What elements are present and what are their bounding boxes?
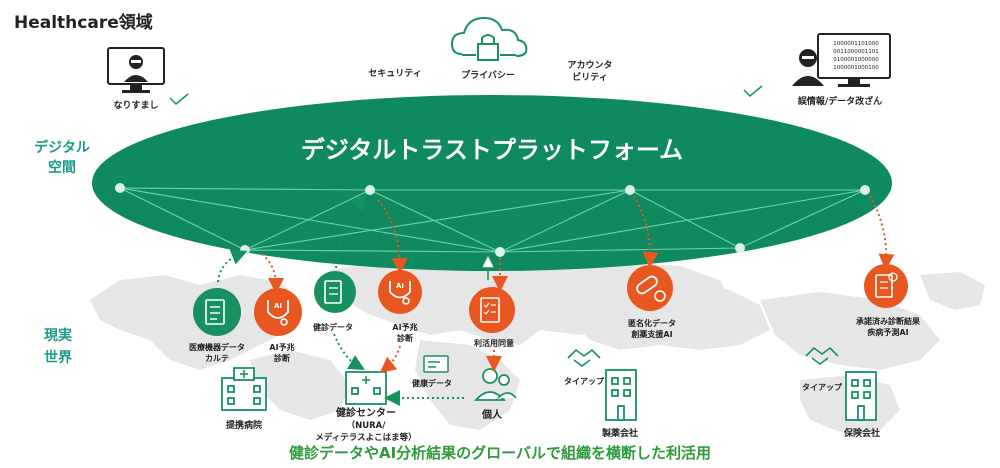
- consent-document-icon: [469, 287, 515, 333]
- pharma-label: 製薬会社: [601, 427, 638, 439]
- zone-digital-line2: 空間: [48, 159, 76, 176]
- ai-badge: AI: [274, 302, 282, 310]
- tampering-label: 誤情報/データ改ざん: [798, 95, 882, 107]
- ai-diag-center-label-2: 診断: [397, 333, 413, 343]
- usage-consent-label: 利活用同意: [473, 338, 514, 348]
- arrow-up-health-data: [335, 194, 368, 269]
- platform-label: デジタルトラストプラットフォーム: [301, 136, 683, 164]
- spoofing-monitor-icon: [107, 47, 165, 93]
- cloud-lock-icon: [450, 16, 528, 61]
- ai-diag-left-label-1: AI予兆: [269, 342, 294, 352]
- page-title: Healthcare領域: [14, 12, 153, 33]
- tieup-right-label: タイアップ: [802, 382, 843, 392]
- arrow-ai-to-center: [379, 345, 401, 373]
- checkup-center-building-icon: [345, 371, 387, 405]
- network-mesh: [119, 187, 866, 253]
- checkup-center-sub-1: （NURA/: [347, 420, 387, 431]
- trust-accountability-line1: アカウンタ: [567, 59, 612, 71]
- hospital-label: 提携病院: [226, 419, 262, 431]
- individual-label: 個人: [481, 408, 503, 421]
- medical-record-label-2: カルテ: [205, 354, 229, 363]
- approved-result-icon: [864, 264, 908, 308]
- zone-real-line1: 現実: [44, 327, 72, 344]
- pill-icon: [627, 265, 673, 311]
- pharma-building-icon: [605, 369, 637, 421]
- arrow-down-anon: [633, 195, 659, 268]
- zone-digital-line1: デジタル: [34, 139, 90, 156]
- arrow-down-approved: [869, 195, 895, 270]
- check-icon-left: [169, 93, 189, 106]
- platform-ellipse: [92, 95, 892, 271]
- tieup-handshake-icon-right: [805, 346, 839, 365]
- ai-diag-center-label-1: AI予兆: [392, 322, 417, 332]
- binary-line: 1000001101000: [833, 41, 879, 47]
- trust-privacy: プライバシー: [461, 69, 515, 81]
- insurance-building-icon: [845, 371, 877, 421]
- arrow-health-to-center-left: [333, 333, 365, 370]
- arrow-down-ai-center: [377, 199, 408, 274]
- health-data-left-label: 健診データ: [313, 322, 353, 332]
- anon-data-label-1: 匿名化データ: [628, 318, 676, 328]
- network-nodes: [115, 183, 870, 257]
- bottom-caption: 健診データやAI分析結果のグローバルで組織を横断した利活用: [289, 444, 711, 462]
- ai-badge: AI: [396, 282, 404, 290]
- spoofing-label: なりすまし: [113, 100, 158, 111]
- approved-result-label-2: 疾病予測AI: [867, 327, 908, 337]
- trust-accountability-line2: ビリティ: [572, 71, 607, 83]
- binary-line: 1000001000100: [833, 65, 879, 71]
- checkup-center-sub-2: メディテラスよこはま等）: [315, 432, 416, 443]
- tampering-monitor-icon: [792, 33, 891, 87]
- ai-diag-left-label-2: 診断: [274, 353, 290, 363]
- health-data-person-label: 健康データ: [412, 378, 452, 388]
- medical-record-icon: [193, 288, 241, 336]
- hospital-building-icon: [221, 367, 267, 411]
- approved-result-label-1: 承諾済み診断結果: [856, 316, 920, 326]
- stethoscope-ai-icon-left: AI: [254, 288, 302, 336]
- health-data-device-icon: [423, 355, 449, 373]
- trust-security: セキュリティ: [368, 68, 421, 79]
- individual-people-icon: [474, 368, 517, 401]
- tieup-handshake-icon-left: [567, 348, 601, 367]
- stethoscope-ai-icon-center: AI: [378, 270, 422, 314]
- anon-data-label-2: 創薬支援AI: [630, 329, 672, 339]
- check-icon-right: [743, 85, 763, 98]
- binary-line: 0100001000000: [833, 57, 879, 63]
- binary-line: 0011000001101: [833, 49, 879, 55]
- health-data-icon: [314, 271, 356, 313]
- checkup-center-label: 健診センター: [336, 406, 396, 419]
- zone-real-line2: 世界: [44, 349, 73, 366]
- insurance-label: 保険会社: [843, 427, 880, 439]
- medical-record-label-1: 医療機器データ: [189, 342, 245, 352]
- tieup-left-label: タイアップ: [564, 376, 605, 386]
